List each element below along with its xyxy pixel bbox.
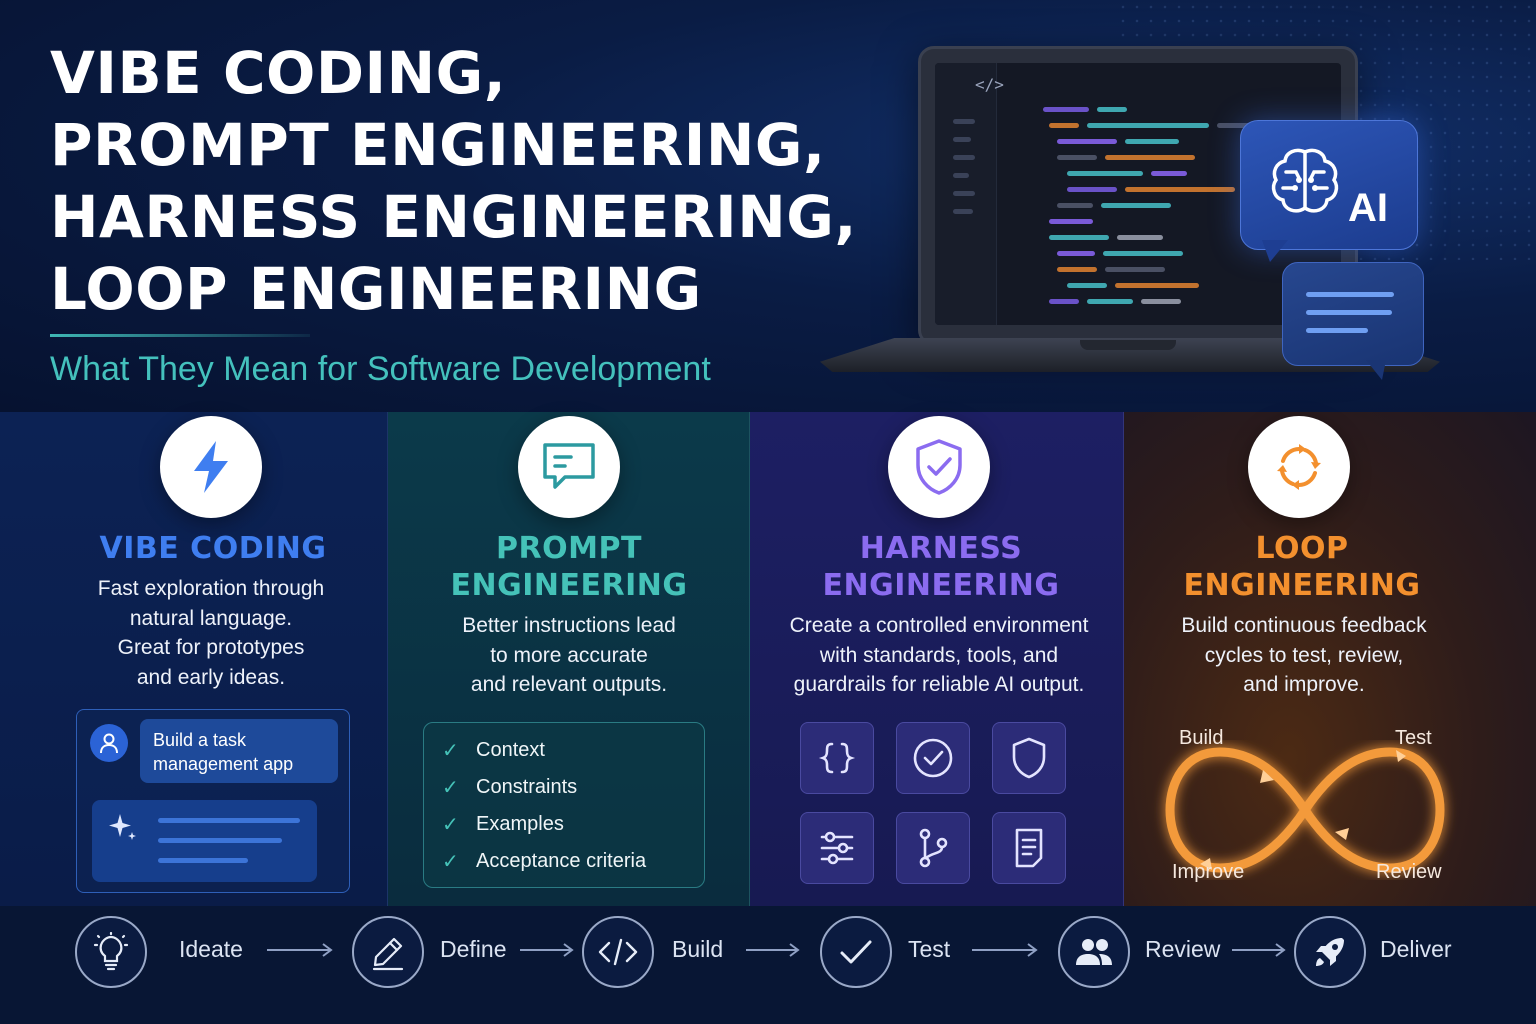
refresh-cycle-icon [1248, 416, 1350, 518]
process-flow-bar [0, 906, 1536, 1024]
lightning-icon [160, 416, 262, 518]
arrow-right-icon [1232, 943, 1286, 957]
document-icon [992, 812, 1066, 884]
check-icon: ✓ [442, 850, 459, 873]
prompt-engineering-description: Better instructions lead to more accurat… [462, 614, 676, 696]
title-line-4: LOOP ENGINEERING [50, 255, 702, 323]
vibe-coding-title: VIBE CODING [99, 531, 327, 566]
check-circle-icon [896, 722, 970, 794]
arrow-right-icon [520, 943, 574, 957]
check-icon: ✓ [442, 813, 459, 836]
sparkle-icon [109, 814, 136, 840]
ai-badge: AI [1348, 186, 1388, 230]
loop-engineering-description: Build continuous feedback cycles to test… [1181, 614, 1427, 696]
checklist-item: ✓Context [442, 738, 545, 762]
check-icon [820, 916, 892, 988]
prompt-checklist-card [423, 722, 705, 888]
laptop-trackpad [1080, 340, 1176, 350]
code-icon [582, 916, 654, 988]
brain-icon [1271, 148, 1339, 213]
check-icon: ✓ [442, 776, 459, 799]
arrow-right-icon [267, 943, 333, 957]
user-message-bubble: Build a task management app [140, 719, 338, 783]
flow-label-define: Define [440, 936, 507, 962]
checklist-item: ✓Constraints [442, 775, 578, 799]
title-underline [50, 334, 310, 337]
ai-speech-bubble [1240, 120, 1418, 250]
check-icon: ✓ [442, 739, 459, 762]
ai-bubble-tail [1262, 240, 1288, 262]
flow-label-test: Test [908, 936, 951, 962]
user-avatar-icon [90, 724, 128, 762]
checklist-item: ✓Acceptance criteria [442, 849, 647, 873]
flow-label-ideate: Ideate [179, 936, 243, 962]
loop-label-review: Review [1376, 861, 1442, 883]
sliders-icon [800, 812, 874, 884]
flow-label-review: Review [1145, 936, 1221, 962]
flow-label-deliver: Deliver [1380, 936, 1452, 962]
loop-label-build: Build [1179, 727, 1224, 749]
harness-engineering-title: HARNESS ENGINEERING [822, 531, 1060, 603]
editor-sidebar [935, 63, 997, 325]
subtitle: What They Mean for Software Development [50, 350, 711, 388]
git-branch-icon [896, 812, 970, 884]
flow-label-build: Build [672, 936, 724, 962]
shield-icon [992, 722, 1066, 794]
title-line-3: HARNESS ENGINEERING, [50, 183, 857, 251]
shield-check-icon [888, 416, 990, 518]
loop-label-test: Test [1395, 727, 1432, 749]
loop-engineering-title: LOOP ENGINEERING [1183, 531, 1421, 603]
harness-engineering-description: Create a controlled environment with sta… [789, 614, 1089, 696]
checklist-item: ✓Examples [442, 812, 564, 836]
code-icon: </> [975, 75, 1004, 94]
title-line-1: VIBE CODING, [50, 39, 507, 107]
chat-bubble-tail [1366, 360, 1386, 380]
prompt-engineering-title: PROMPT ENGINEERING [450, 531, 688, 603]
infinity-loop-graphic [1165, 747, 1445, 873]
arrow-right-icon [972, 943, 1038, 957]
loop-label-improve: Improve [1172, 861, 1245, 883]
vibe-coding-description: Fast exploration through natural languag… [97, 577, 325, 689]
chat-icon [518, 416, 620, 518]
users-icon [1058, 916, 1130, 988]
title-line-2: PROMPT ENGINEERING, [50, 111, 826, 179]
arrow-right-icon [746, 943, 800, 957]
pencil-icon [352, 916, 424, 988]
rocket-icon [1294, 916, 1366, 988]
braces-icon [800, 722, 874, 794]
ai-response-bubble [92, 800, 317, 882]
lightbulb-icon [75, 916, 147, 988]
